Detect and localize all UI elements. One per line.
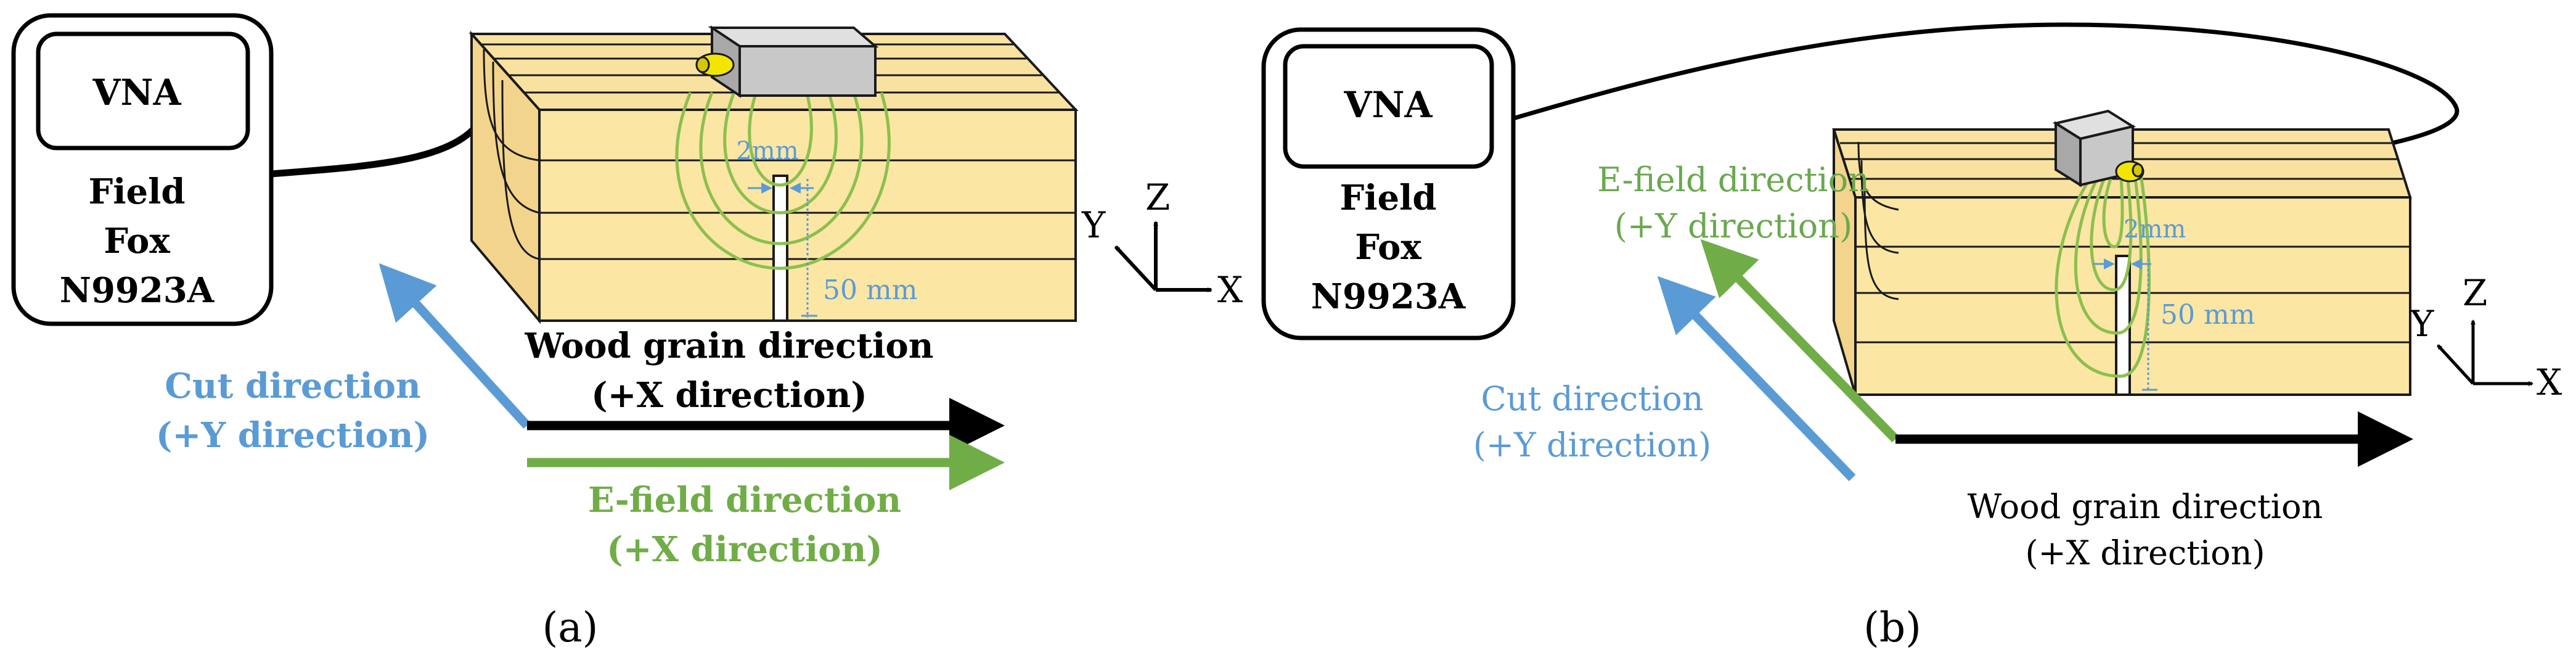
panel-b: VNA Field Fox N9923A	[1261, 22, 2562, 651]
grain-label-line1: Wood grain direction	[1968, 487, 2323, 526]
device-name-line3: N9923A	[1311, 276, 1466, 317]
dimensions-b: 2mm 50 mm	[2093, 215, 2255, 392]
efield-direction-arrow-b	[1700, 239, 1899, 443]
field-lines-a	[675, 92, 891, 270]
cut-slot-a	[772, 175, 788, 322]
vna-label: VNA	[1343, 84, 1433, 126]
caption-a: (a)	[542, 604, 599, 651]
axis-x-label: X	[2537, 361, 2562, 403]
device-name-line3: N9923A	[60, 270, 215, 311]
device-name-line1: Field	[88, 171, 185, 212]
vna-label: VNA	[92, 72, 181, 113]
caption-b: (b)	[1863, 604, 1921, 651]
cut-label-line1: Cut direction	[1481, 379, 1703, 418]
depth-label: 50 mm	[823, 274, 917, 306]
vna-device-a: VNA Field Fox N9923A	[11, 13, 274, 326]
device-name-line2: Fox	[104, 221, 170, 261]
dimensions-a: 2mm 50 mm	[736, 137, 917, 318]
grain-label-line2: (+X direction)	[2025, 533, 2265, 572]
efield-label-line1: E-field direction	[1597, 160, 1870, 199]
wood-block-b	[1832, 128, 2412, 396]
device-name-line1: Field	[1339, 178, 1436, 218]
cut-label-line1: Cut direction	[165, 366, 421, 406]
efield-label-line2: (+X direction)	[607, 529, 883, 570]
cut-direction-arrow-b	[1657, 276, 1856, 482]
probe-a	[695, 25, 879, 98]
gap-label: 2mm	[736, 137, 798, 165]
probe-b	[2052, 109, 2145, 187]
axis-y-label: Y	[1081, 204, 1106, 246]
grain-label-line2: (+X direction)	[591, 375, 867, 416]
axes-b: Z X Y	[2410, 272, 2562, 403]
vna-device-b: VNA Field Fox N9923A	[1261, 27, 1516, 340]
depth-label: 50 mm	[2161, 299, 2255, 331]
gap-label: 2mm	[2124, 215, 2186, 244]
field-lines-b	[2055, 168, 2151, 378]
device-name-line2: Fox	[1355, 227, 1421, 268]
axis-y-label: Y	[2410, 303, 2434, 345]
axis-z-label: Z	[1145, 176, 1170, 218]
panel-a: VNA Field Fox N9923A	[11, 13, 1243, 651]
axes-a: Z X Y	[1081, 176, 1243, 311]
axis-x-label: X	[1217, 269, 1243, 311]
cut-label-line2: (+Y direction)	[1473, 426, 1711, 464]
grain-label-line1: Wood grain direction	[525, 326, 934, 366]
efield-label-line1: E-field direction	[588, 480, 901, 521]
cut-direction-arrow-a	[378, 263, 531, 429]
cut-label-line2: (+Y direction)	[156, 415, 430, 456]
efield-label-line2: (+Y direction)	[1614, 207, 1852, 245]
axis-z-label: Z	[2463, 272, 2487, 314]
